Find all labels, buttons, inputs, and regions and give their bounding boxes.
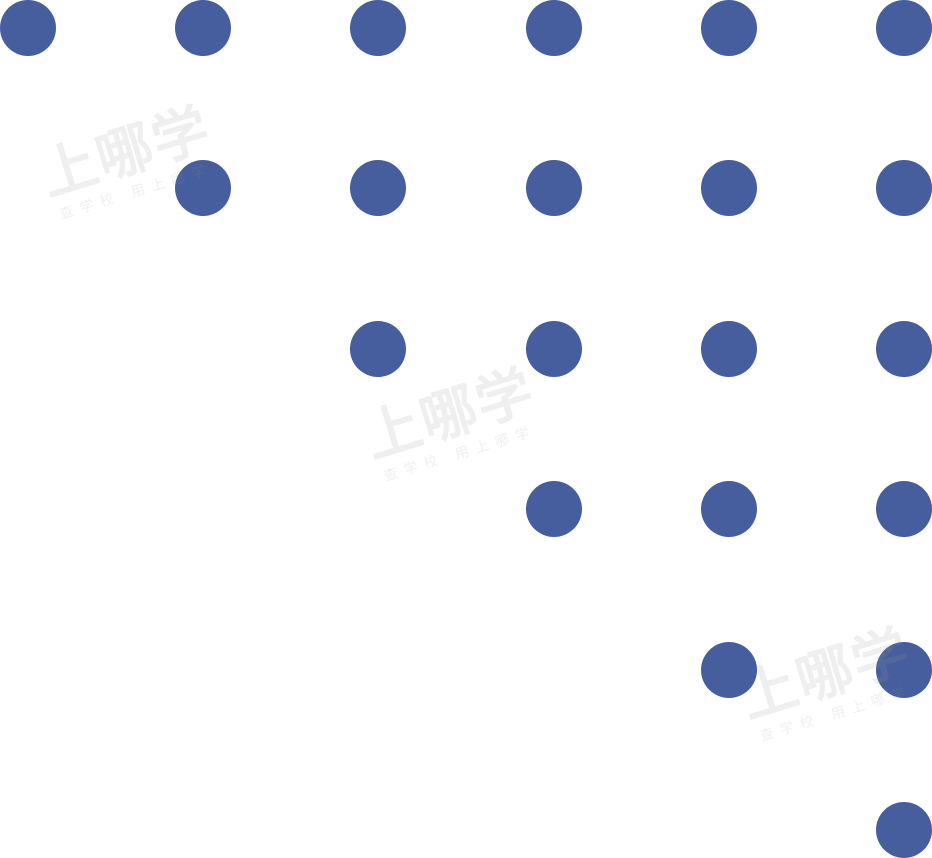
dot bbox=[0, 0, 56, 56]
dot bbox=[876, 802, 932, 858]
dot bbox=[876, 160, 932, 217]
dot bbox=[700, 0, 757, 56]
dot bbox=[350, 320, 407, 377]
dot bbox=[700, 641, 757, 698]
dot bbox=[876, 320, 932, 377]
dot bbox=[876, 641, 932, 698]
dot bbox=[175, 160, 232, 217]
dot bbox=[525, 0, 582, 56]
dot bbox=[700, 481, 757, 538]
dot bbox=[876, 0, 932, 56]
dot bbox=[350, 0, 407, 56]
dot bbox=[175, 0, 232, 56]
dot bbox=[525, 320, 582, 377]
dot bbox=[525, 481, 582, 538]
dot bbox=[350, 160, 407, 217]
dot bbox=[700, 160, 757, 217]
dot bbox=[876, 481, 932, 538]
dot bbox=[700, 320, 757, 377]
dot bbox=[525, 160, 582, 217]
